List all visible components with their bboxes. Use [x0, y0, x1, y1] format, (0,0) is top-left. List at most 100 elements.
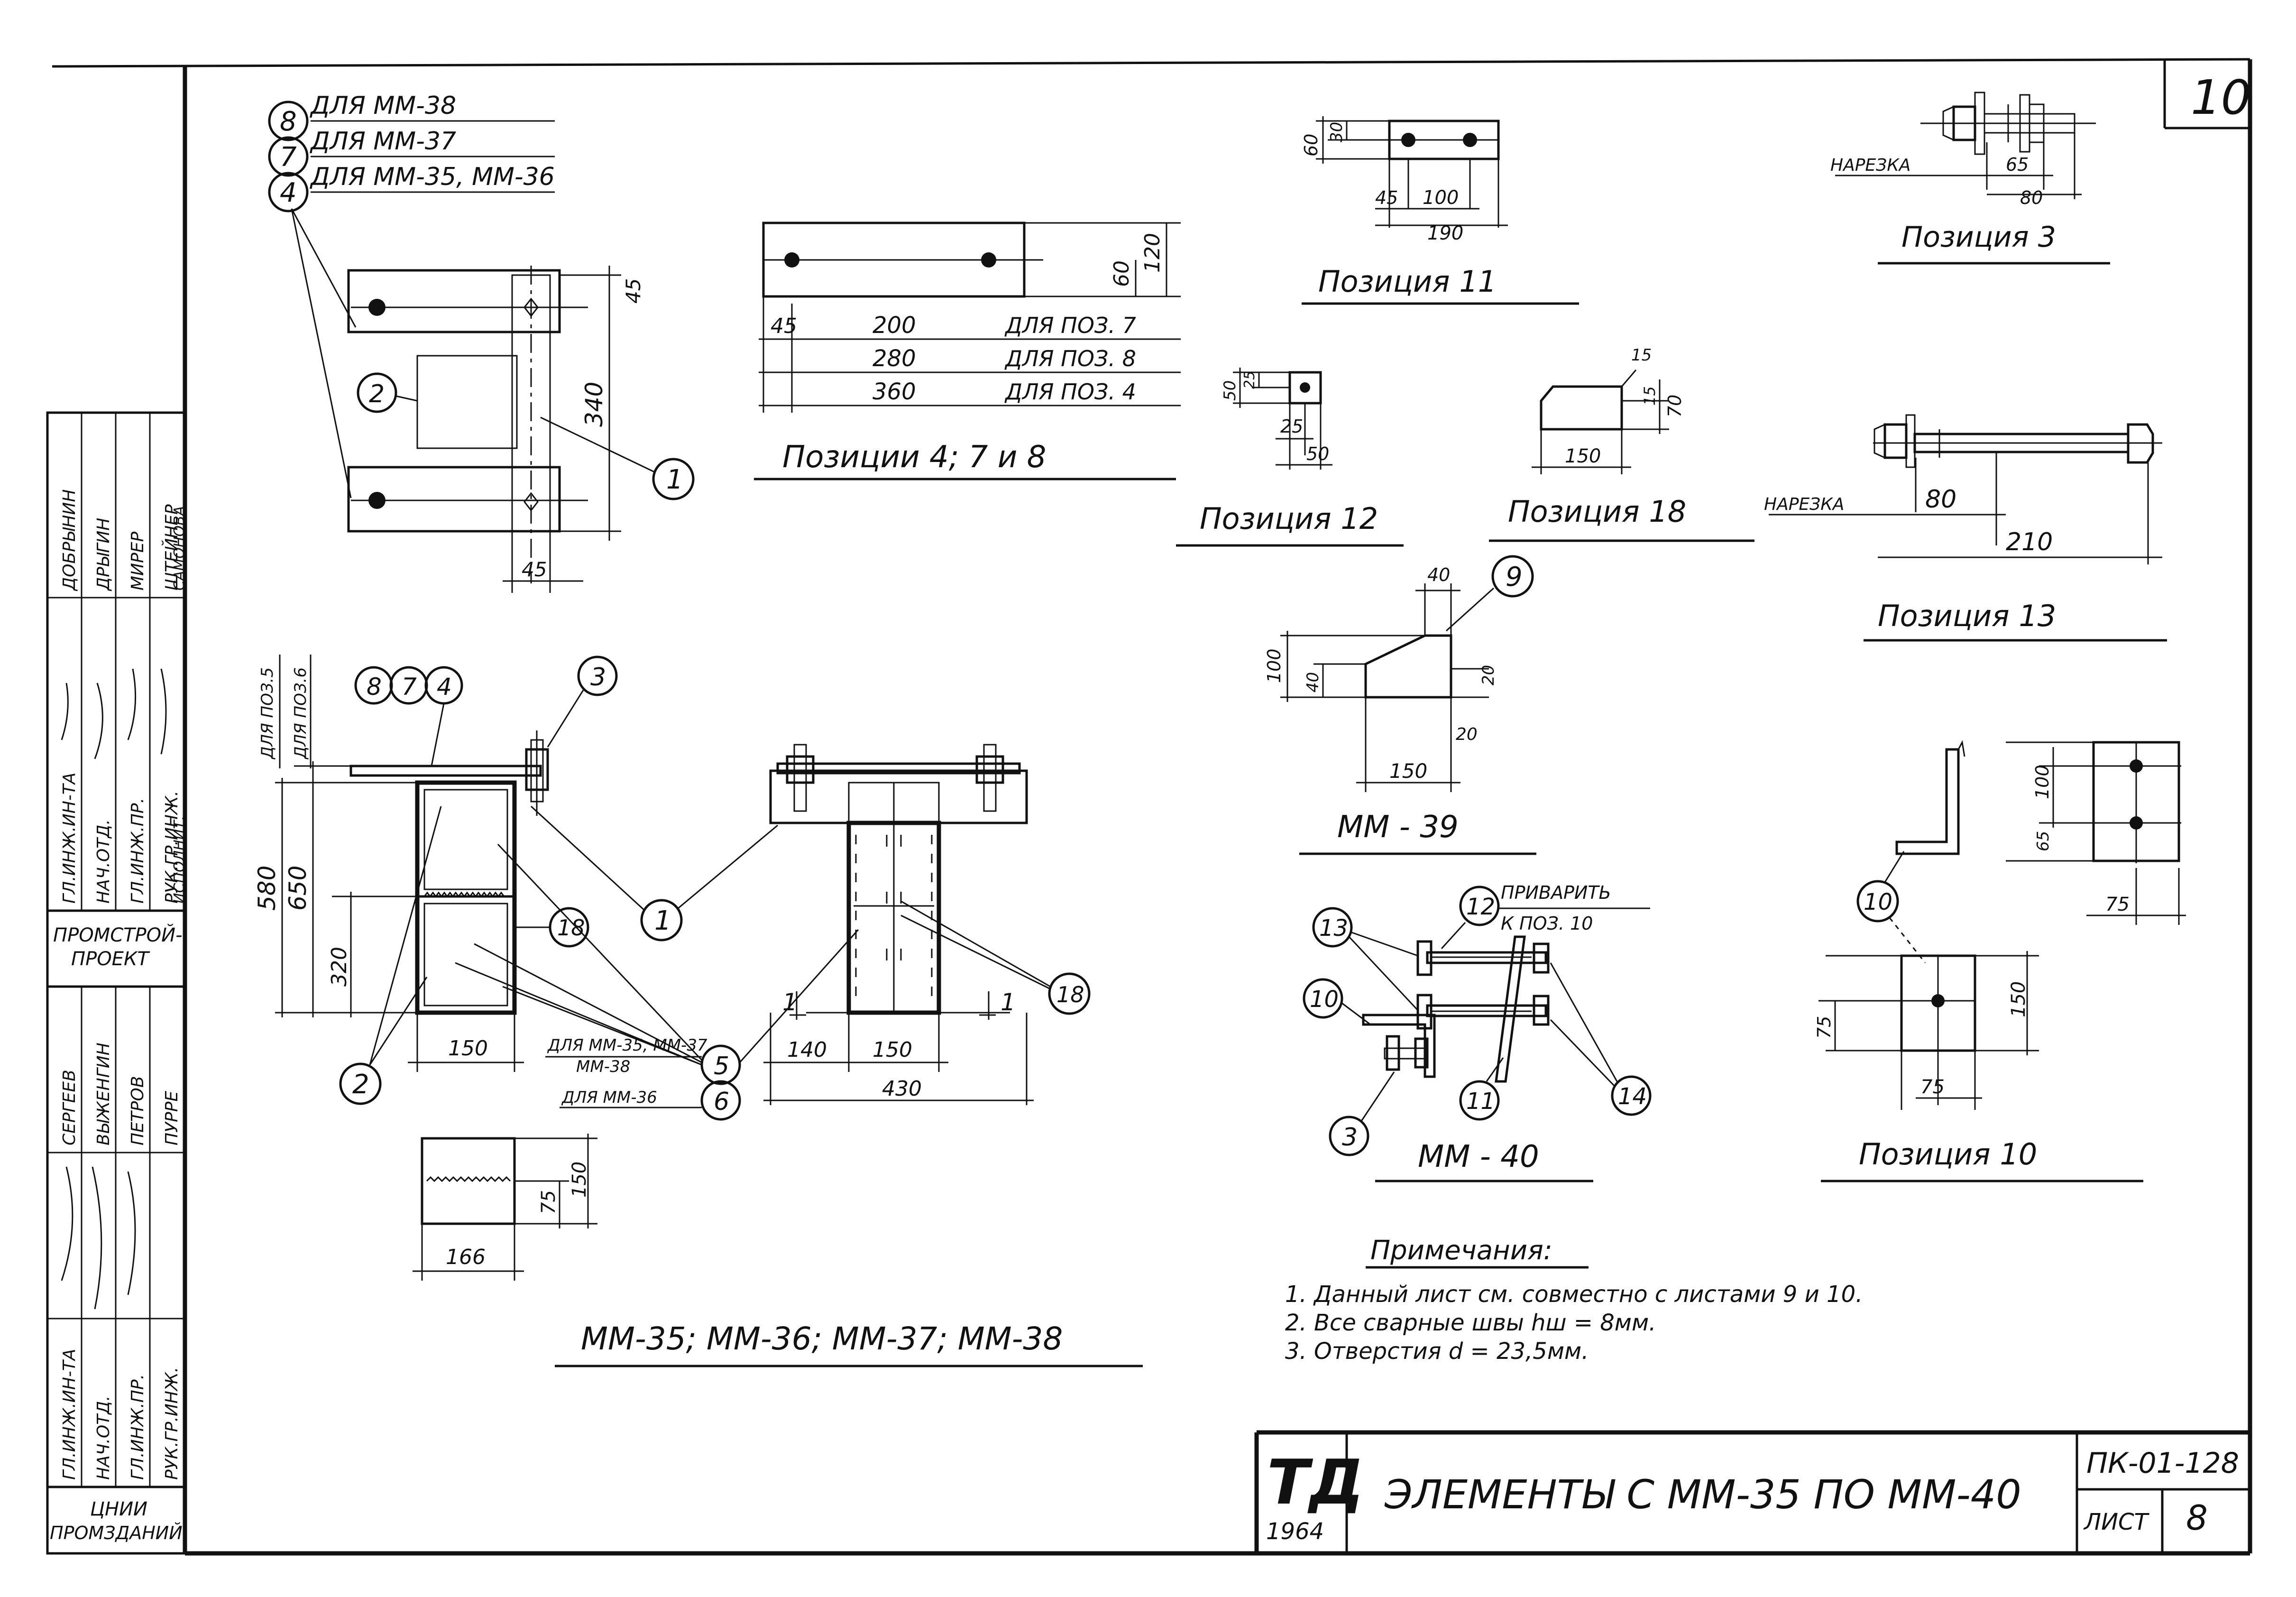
plate-dim-166: 166 [446, 1245, 486, 1269]
pos12-dim-50h: 50 [1306, 443, 1329, 464]
main-front-elevation: 1 1 140 150 430 18 [739, 744, 1091, 1105]
main-side-elevation: ДЛЯ ПОЗ.5 ДЛЯ ПОЗ.6 580 650 320 150 8 7 … [253, 655, 778, 1121]
callout-10b: 10 [1864, 889, 1892, 915]
callout-6: 6 [714, 1088, 729, 1116]
callout-4b: 4 [437, 673, 452, 701]
pos18-dim-70: 70 [1664, 395, 1685, 417]
plate-dim-150: 150 [569, 1162, 590, 1198]
caption-mm39: ММ - 39 [1337, 810, 1459, 845]
top-plate-plan: 45 340 45 2 1 [347, 266, 695, 593]
pos10-dim-65: 65 [2034, 831, 2053, 851]
stamp-lower-name-4: ПУРРЕ [162, 1091, 182, 1145]
callout-7: 7 [280, 142, 297, 173]
dim-650: 650 [284, 866, 312, 911]
notes: Примечания: 1. Данный лист см. совместно… [1285, 1235, 1863, 1365]
pos12-dim-25h: 25 [1280, 416, 1303, 437]
pos10-dim-150: 150 [2008, 981, 2030, 1017]
pos11-dim-190: 190 [1427, 222, 1463, 244]
mm39-dim-150: 150 [1389, 759, 1427, 783]
stamp-lower-org-1: ЦНИИ [90, 1498, 147, 1520]
dim-bottom-45: 45 [522, 558, 547, 581]
callout-1b: 1 [654, 905, 671, 936]
stamp-lower: ЦНИИ ПРОМЗДАНИЙ ГЛ.ИНЖ.ИН-ТА НАЧ.ОТД. ГЛ… [46, 985, 186, 1555]
position-12: 50 25 25 50 Позиция 12 [1176, 368, 1404, 547]
pos10-dim-100: 100 [2032, 765, 2053, 799]
stamp-lower-role-4: РУК.ГР.ИНЖ. [162, 1367, 182, 1480]
small-plate: 75 150 166 [413, 1134, 597, 1281]
dim-top-340: 340 [580, 382, 608, 427]
main-caption: ММ-35; ММ-36; ММ-37; ММ-38 [581, 1320, 1063, 1357]
callout-3a: 3 [1342, 1123, 1358, 1152]
logo-year: 1964 [1266, 1518, 1324, 1545]
page-number-box: 10 [2163, 59, 2251, 129]
pos18-dim-15a: 15 [1631, 346, 1652, 365]
stamp-upper-name-1: ДОБРЫНИН [60, 489, 79, 591]
caption-pos11: Позиция 11 [1318, 264, 1497, 299]
position-18: 15 15 70 150 Позиция 18 [1489, 346, 1754, 542]
pos10-dim-75a: 75 [2105, 894, 2130, 915]
pos3-dim-80: 80 [2020, 187, 2043, 208]
note-mm35-37: ДЛЯ ММ-35, ММ-37 [547, 1036, 707, 1055]
legend-top: 8 ДЛЯ ММ-38 7 ДЛЯ ММ-37 4 ДЛЯ ММ-35, ММ-… [268, 92, 555, 498]
dim-150-front: 150 [872, 1038, 912, 1062]
stamp-upper-name-5: САМОНОВА [171, 506, 188, 591]
caption-pos3: Позиция 3 [1901, 221, 2056, 254]
callout-11: 11 [1466, 1088, 1495, 1115]
mm39-dim-20b: 20 [1456, 725, 1478, 744]
dim-580: 580 [253, 866, 281, 911]
legend-text-7: ДЛЯ ММ-37 [310, 127, 456, 156]
plate-dim-75: 75 [538, 1190, 560, 1214]
pos12-dim-25v: 25 [1241, 371, 1258, 389]
pos10-dim-75v: 75 [1814, 1016, 1835, 1039]
dim-360: 360 [872, 378, 916, 405]
positions-4-7-8: 60 120 45 200 ДЛЯ ПОЗ. 7 280 ДЛЯ ПОЗ. 8 … [754, 222, 1181, 480]
pos13-dim-210: 210 [2006, 528, 2053, 556]
legend-text-8: ДЛЯ ММ-38 [310, 92, 456, 120]
stamp-upper-role-2: НАЧ.ОТД. [94, 819, 113, 904]
position-11: 60 30 45 100 190 Позиция 11 [1301, 116, 1579, 305]
stamp-upper-name-4: ШТЕЙНЕР [162, 504, 182, 591]
pos12-dim-50v: 50 [1221, 380, 1240, 401]
note-poz4: ДЛЯ ПОЗ. 4 [1004, 379, 1136, 405]
title-block: ТД 1964 ЭЛЕМЕНТЫ С ММ-35 ПО ММ-40 ПК-01-… [1254, 1430, 2250, 1553]
signatures-upper [61, 668, 167, 759]
stamp-lower-name-3: ПЕТРОВ [128, 1076, 147, 1145]
pos11-dim-100: 100 [1423, 187, 1459, 209]
dim-430: 430 [882, 1077, 922, 1101]
pos18-dim-150: 150 [1565, 445, 1601, 467]
note-poz8: ДЛЯ ПОЗ. 8 [1004, 346, 1136, 371]
notes-heading: Примечания: [1370, 1235, 1552, 1266]
callout-1a: 1 [666, 464, 683, 495]
stamp-upper-name-3: МИРЕР [128, 532, 147, 591]
callout-5: 5 [714, 1052, 729, 1080]
dim-60: 60 [1110, 260, 1134, 287]
stamp-upper: ПРОМСТРОЙ- ПРОЕКТ ГЛ.ИНЖ.ИН-ТА НАЧ.ОТД. … [46, 411, 188, 988]
position-10: 100 65 75 150 75 75 10 Позиция 10 [1814, 740, 2186, 1182]
stamp-lower-org-2: ПРОМЗДАНИЙ [50, 1523, 183, 1543]
callout-13: 13 [1319, 915, 1348, 942]
callout-2a: 2 [369, 380, 385, 408]
pos11-dim-45: 45 [1375, 187, 1398, 208]
stamp-lower-role-3: ГЛ.ИНЖ.ПР. [128, 1374, 147, 1480]
note-3: 3. Отверстия d = 23,5мм. [1285, 1338, 1589, 1365]
note-mm36: ДЛЯ ММ-36 [561, 1088, 657, 1107]
pos3-threading-label: НАРЕЗКА [1830, 156, 1910, 175]
callout-9: 9 [1506, 562, 1523, 592]
stamp-upper-org-1: ПРОМСТРОЙ- [53, 923, 183, 946]
stamp-upper-name-2: ДРЫГИН [94, 518, 113, 591]
callout-3b: 3 [590, 663, 606, 692]
callout-2b: 2 [352, 1069, 369, 1100]
position-13: НАРЕЗКА 80 210 Позиция 13 [1764, 414, 2167, 642]
sheet-code: ПК-01-128 [2086, 1447, 2239, 1480]
pos11-dim-60: 60 [1301, 134, 1322, 157]
callout-4: 4 [280, 177, 297, 208]
caption-pos18: Позиция 18 [1508, 494, 1686, 529]
dim-top-45: 45 [622, 278, 645, 304]
stamp-lower-name-1: СЕРГЕЕВ [60, 1070, 79, 1145]
pos3-dim-65: 65 [2006, 154, 2029, 175]
caption-mm40: ММ - 40 [1418, 1139, 1539, 1174]
frame [52, 58, 2252, 1556]
callout-18a: 18 [557, 915, 585, 941]
